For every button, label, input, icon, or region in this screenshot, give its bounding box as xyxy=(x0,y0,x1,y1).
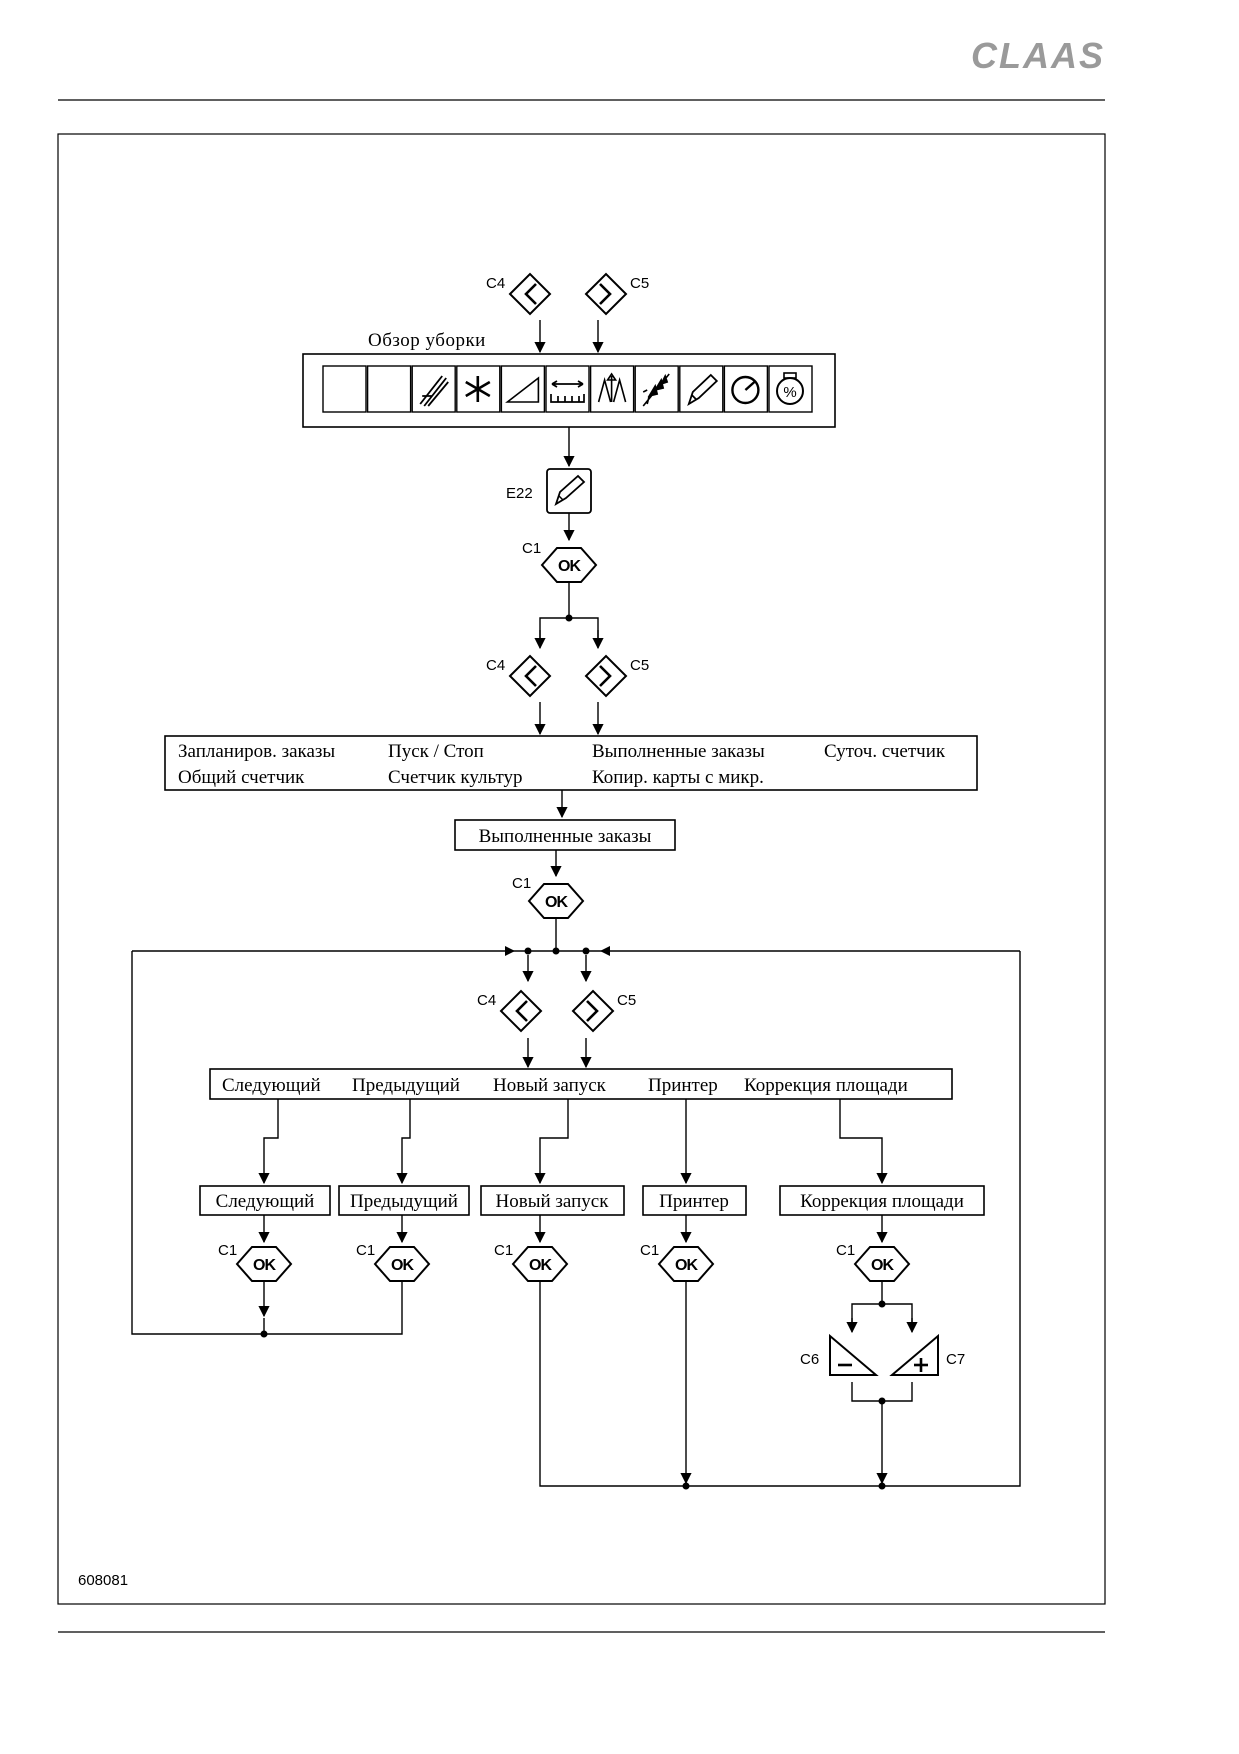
action-new-start: Новый запуск xyxy=(493,1075,607,1096)
action-printer: Принтер xyxy=(648,1075,718,1096)
menu-main xyxy=(164,735,978,791)
key-c7-plus: C7 xyxy=(889,1333,965,1376)
percent-icon: % xyxy=(768,365,813,413)
icon-slot-blank xyxy=(366,365,412,413)
key-c1-new-start: OK C1 xyxy=(494,1242,569,1282)
action-previous: Предыдущий xyxy=(352,1075,460,1096)
svg-text:C1: C1 xyxy=(218,1242,237,1259)
menu-item-total-counter: Общий счетчик xyxy=(178,767,305,788)
action-next: Следующий xyxy=(222,1075,321,1096)
screen-title: Обзор уборки xyxy=(368,330,486,351)
key-c5-second: C5 xyxy=(584,654,649,698)
svg-text:OK: OK xyxy=(391,1257,414,1274)
svg-text:%: % xyxy=(783,384,796,401)
svg-text:C1: C1 xyxy=(494,1242,513,1259)
screen-icon-row: % xyxy=(322,365,813,413)
svg-text:C5: C5 xyxy=(617,992,636,1009)
svg-text:C4: C4 xyxy=(486,657,505,674)
key-c1-area-correction: OK C1 xyxy=(836,1242,911,1282)
brand-logo: CLAAS xyxy=(971,35,1105,76)
svg-text:C4: C4 xyxy=(486,275,505,292)
figure-frame xyxy=(57,133,1106,1605)
svg-text:C1: C1 xyxy=(522,540,541,557)
key-e22: E22 xyxy=(506,468,592,514)
svg-text:OK: OK xyxy=(545,894,568,911)
slope-icon xyxy=(500,365,546,413)
fan-icon xyxy=(456,365,501,413)
svg-text:Выполненные заказы: Выполненные заказы xyxy=(479,826,652,847)
svg-text:OK: OK xyxy=(675,1257,698,1274)
option-previous: Предыдущий xyxy=(350,1191,458,1212)
svg-text:C5: C5 xyxy=(630,275,649,292)
svg-text:C4: C4 xyxy=(477,992,496,1009)
svg-text:C1: C1 xyxy=(640,1242,659,1259)
key-c1-second: OK C1 xyxy=(512,875,585,919)
action-area-correction: Коррекция площади xyxy=(744,1075,908,1096)
option-printer: Принтер xyxy=(659,1191,729,1212)
key-c5-top: C5 xyxy=(584,272,649,316)
svg-text:OK: OK xyxy=(529,1257,552,1274)
header-icon xyxy=(411,365,456,413)
key-c4-second: C4 xyxy=(486,654,552,698)
key-c1-next: OK C1 xyxy=(218,1242,293,1282)
svg-text:C5: C5 xyxy=(630,657,649,674)
menu-item-crop-counter: Счетчик культур xyxy=(388,767,523,788)
menu-item-daily-counter: Суточ. счетчик xyxy=(824,741,946,762)
speed-gauge-icon xyxy=(723,365,769,413)
svg-text:C1: C1 xyxy=(836,1242,855,1259)
option-printer-box xyxy=(642,1185,747,1216)
key-c5-third: C5 xyxy=(571,989,636,1033)
option-previous-box xyxy=(338,1185,470,1216)
key-c1-printer: OK C1 xyxy=(640,1242,715,1282)
menu-item-planned-orders: Запланиров. заказы xyxy=(178,741,335,762)
icon-slot-blank xyxy=(322,365,367,413)
option-next: Следующий xyxy=(216,1191,315,1212)
menu-item-completed-orders: Выполненные заказы xyxy=(592,741,765,762)
key-c4-third: C4 xyxy=(477,989,543,1033)
svg-text:E22: E22 xyxy=(506,485,533,502)
key-c1-previous: OK C1 xyxy=(356,1242,431,1282)
svg-text:C6: C6 xyxy=(800,1351,819,1368)
menu-item-start-stop: Пуск / Стоп xyxy=(388,741,484,762)
svg-text:C1: C1 xyxy=(512,875,531,892)
key-c1-first: OK C1 xyxy=(522,540,598,583)
key-c4-top: C4 xyxy=(486,272,552,316)
key-c6-minus: C6 xyxy=(800,1333,879,1376)
menu-item-copy-card: Копир. карты с микр. xyxy=(592,767,764,788)
option-new-start-box xyxy=(480,1185,625,1216)
selected-completed-orders xyxy=(454,819,676,851)
svg-text:OK: OK xyxy=(558,558,581,575)
cutting-width-icon xyxy=(545,365,590,413)
svg-text:C1: C1 xyxy=(356,1242,375,1259)
menu-completed-actions xyxy=(209,1068,953,1100)
order-edit-icon xyxy=(679,365,724,413)
svg-text:OK: OK xyxy=(871,1257,894,1274)
option-next-box xyxy=(199,1185,331,1216)
option-area-correction: Коррекция площади xyxy=(800,1191,964,1212)
svg-text:OK: OK xyxy=(253,1257,276,1274)
scale-icon xyxy=(589,365,635,413)
svg-text:C7: C7 xyxy=(946,1351,965,1368)
figure-id: 608081 xyxy=(78,1572,128,1589)
grain-icon xyxy=(634,365,679,413)
option-new-start: Новый запуск xyxy=(496,1191,610,1212)
